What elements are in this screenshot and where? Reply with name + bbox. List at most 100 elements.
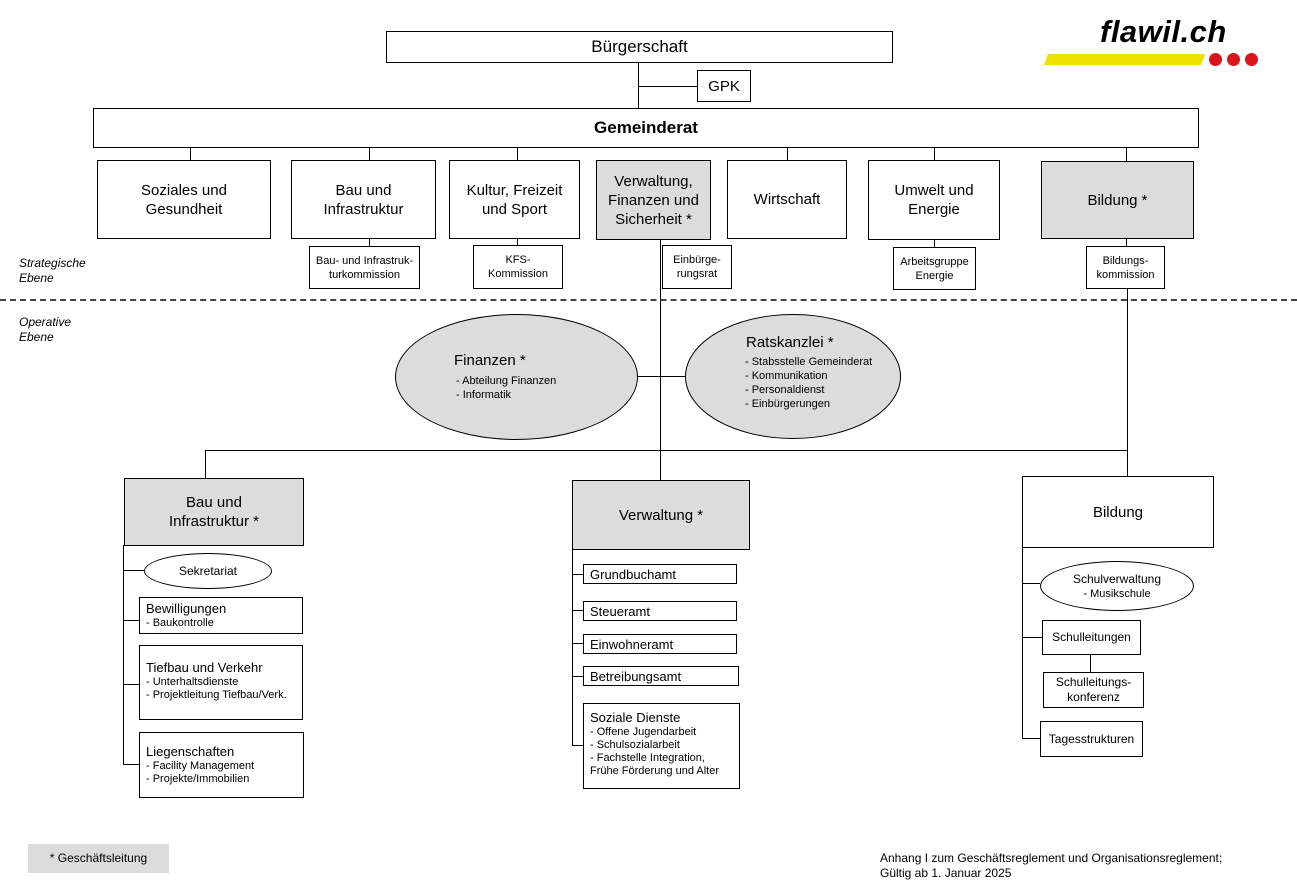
- department-box: Kultur, Freizeit und Sport: [449, 160, 580, 239]
- bau-infrastruktur-label: Bau und Infrastruktur *: [168, 494, 260, 530]
- strategic-level-label: Strategische Ebene: [19, 256, 86, 285]
- commission-box: KFS- Kommission: [473, 245, 563, 289]
- connector: [638, 86, 697, 87]
- logo-dot: [1209, 53, 1222, 66]
- unit-box: Liegenschaften - Facility Management - P…: [139, 732, 304, 798]
- unit-title: Betreibungsamt: [590, 669, 682, 684]
- unit-item: - Baukontrolle: [146, 617, 214, 629]
- footer-note: Anhang I zum Geschäftsreglement und Orga…: [880, 851, 1223, 880]
- connector: [123, 620, 139, 621]
- tagesstrukturen-label: Tagesstrukturen: [1048, 731, 1135, 746]
- connector: [369, 238, 370, 246]
- schulverwaltung-label: Schulverwaltung: [1072, 571, 1162, 586]
- gpk-label: GPK: [708, 77, 740, 95]
- tagesstrukturen-box: Tagesstrukturen: [1040, 721, 1143, 757]
- unit-title: Grundbuchamt: [590, 567, 676, 582]
- connector: [1022, 637, 1042, 638]
- commission-box: Einbürge- rungsrat: [662, 245, 732, 289]
- logo-text: flawil.ch: [1100, 14, 1227, 49]
- department-box: Verwaltung, Finanzen und Sicherheit *: [596, 160, 711, 240]
- operative-level-label: Operative Ebene: [19, 315, 72, 344]
- connector: [572, 643, 583, 644]
- department-label: Verwaltung, Finanzen und Sicherheit *: [608, 172, 699, 228]
- department-label: Kultur, Freizeit und Sport: [466, 181, 563, 218]
- unit-title: Steueramt: [590, 604, 650, 619]
- unit-box: Steueramt: [583, 601, 737, 621]
- department-label: Bildung *: [1087, 191, 1148, 209]
- bau-infrastruktur-box: Bau und Infrastruktur *: [124, 478, 304, 546]
- connector: [1090, 655, 1091, 672]
- connector: [572, 610, 583, 611]
- department-box: Bau und Infrastruktur: [291, 160, 436, 239]
- gemeinderat-label: Gemeinderat: [594, 118, 698, 137]
- connector: [572, 574, 583, 575]
- unit-item: - Fachstelle Integration, Frühe Förderun…: [590, 752, 720, 777]
- connector: [517, 238, 518, 245]
- department-label: Soziales und Gesundheit: [141, 181, 227, 218]
- unit-title: Einwohneramt: [590, 637, 674, 652]
- connector: [637, 376, 686, 377]
- unit-box: Tiefbau und Verkehr - Unterhaltsdienste …: [139, 645, 303, 720]
- connector: [660, 240, 661, 480]
- ratskanzlei-title: Ratskanzlei *: [746, 334, 834, 351]
- unit-box: Betreibungsamt: [583, 666, 739, 686]
- logo-dot: [1245, 53, 1258, 66]
- ratskanzlei-oval: Ratskanzlei * - Stabsstelle Gemeinderat …: [685, 314, 901, 439]
- department-label: Wirtschaft: [753, 191, 821, 208]
- unit-box: Grundbuchamt: [583, 564, 737, 584]
- unit-item: - Offene Jugendarbeit: [590, 726, 697, 738]
- unit-title: Liegenschaften: [146, 744, 235, 759]
- sekretariat-label: Sekretariat: [178, 563, 238, 578]
- connector: [369, 147, 370, 160]
- department-box: Soziales und Gesundheit: [97, 160, 271, 239]
- unit-box: Einwohneramt: [583, 634, 737, 654]
- schulverwaltung-oval: Schulverwaltung - Musikschule: [1040, 561, 1194, 611]
- ratskanzlei-item: - Kommunikation: [745, 370, 828, 382]
- logo-dot: [1227, 53, 1240, 66]
- unit-title: Tiefbau und Verkehr: [146, 660, 263, 675]
- connector: [1022, 583, 1040, 584]
- department-box: Wirtschaft: [727, 160, 847, 239]
- legend-box: * Geschäftsleitung: [28, 844, 169, 873]
- finanzen-item: - Abteilung Finanzen: [456, 375, 557, 387]
- bildung-label: Bildung: [1092, 503, 1144, 521]
- connector: [1127, 288, 1128, 476]
- connector: [934, 239, 935, 247]
- finanzen-oval: Finanzen * - Abteilung Finanzen - Inform…: [395, 314, 638, 440]
- connector: [1126, 238, 1127, 246]
- commission-label: Bau- und Infrastruk- turkommission: [315, 254, 414, 281]
- connector: [123, 764, 139, 765]
- department-label: Bau und Infrastruktur: [323, 181, 404, 218]
- connector: [1126, 147, 1127, 161]
- finanzen-title: Finanzen *: [454, 352, 526, 369]
- unit-box: Bewilligungen - Baukontrolle: [139, 597, 303, 634]
- legend-label: * Geschäftsleitung: [49, 851, 148, 865]
- unit-item: - Projekte/Immobilien: [146, 773, 250, 785]
- gpk-box: GPK: [697, 70, 751, 102]
- department-box: Umwelt und Energie: [868, 160, 1000, 240]
- unit-item: - Projektleitung Tiefbau/Verk.: [146, 689, 287, 701]
- commission-box: Bildungs- kommission: [1086, 246, 1165, 289]
- gemeinderat-box: Gemeinderat: [93, 108, 1199, 148]
- commission-box: Arbeitsgruppe Energie: [893, 247, 976, 290]
- commission-label: Arbeitsgruppe Energie: [900, 255, 969, 282]
- connector: [123, 545, 124, 765]
- schulverwaltung-item: - Musikschule: [1083, 587, 1151, 600]
- commission-label: Bildungs- kommission: [1096, 254, 1155, 281]
- flawil-logo: flawil.ch: [1040, 14, 1280, 70]
- connector: [572, 549, 573, 746]
- level-separator: [0, 299, 1297, 301]
- connector: [205, 450, 206, 478]
- connector: [123, 684, 139, 685]
- schulleitungskonferenz-box: Schulleitungs- konferenz: [1043, 672, 1144, 708]
- ratskanzlei-item: - Einbürgerungen: [745, 398, 831, 410]
- verwaltung-box: Verwaltung *: [572, 480, 750, 550]
- buergerschaft-box: Bürgerschaft: [386, 31, 893, 63]
- unit-item: - Facility Management: [146, 760, 255, 772]
- unit-box: Soziale Dienste - Offene Jugendarbeit - …: [583, 703, 740, 789]
- commission-box: Bau- und Infrastruk- turkommission: [309, 246, 420, 289]
- connector: [1022, 738, 1040, 739]
- connector: [572, 745, 583, 746]
- commission-label: KFS- Kommission: [488, 254, 548, 280]
- schulleitungen-label: Schulleitungen: [1052, 630, 1131, 644]
